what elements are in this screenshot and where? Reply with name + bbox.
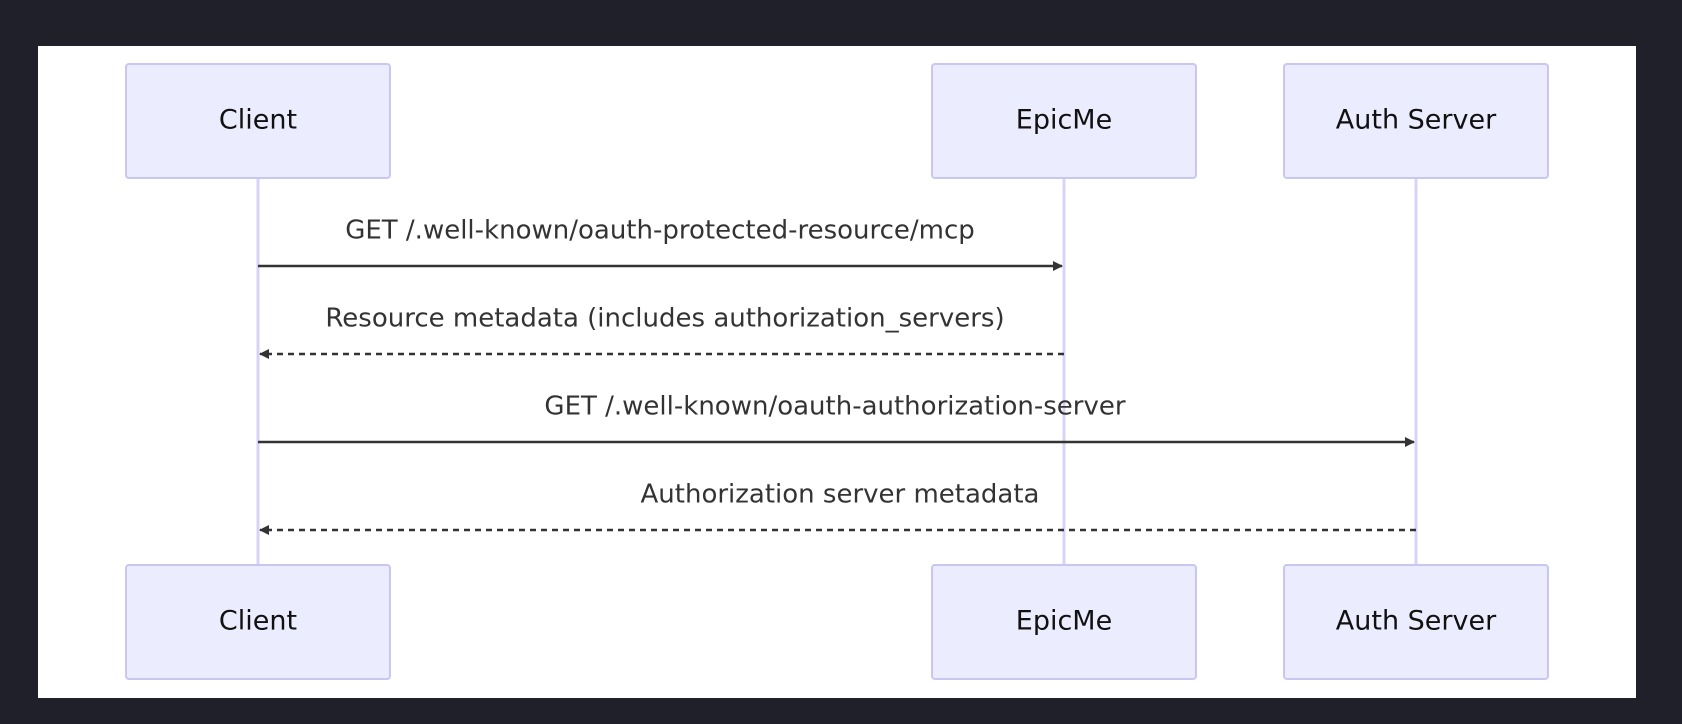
actor-epicme-top: EpicMe bbox=[931, 63, 1197, 179]
actor-client-top: Client bbox=[125, 63, 391, 179]
actor-epicme-bottom: EpicMe bbox=[931, 564, 1197, 680]
message-3-label: GET /.well-known/oauth-authorization-ser… bbox=[544, 392, 1125, 422]
actor-epicme-top-label: EpicMe bbox=[1016, 105, 1112, 136]
actor-epicme-bottom-label: EpicMe bbox=[1016, 606, 1112, 637]
actor-auth-server-bottom-label: Auth Server bbox=[1336, 606, 1497, 637]
message-1-label: GET /.well-known/oauth-protected-resourc… bbox=[345, 216, 975, 246]
actor-auth-server-bottom: Auth Server bbox=[1283, 564, 1549, 680]
actor-auth-server-top: Auth Server bbox=[1283, 63, 1549, 179]
actor-client-bottom: Client bbox=[125, 564, 391, 680]
actor-client-bottom-label: Client bbox=[219, 606, 297, 637]
actor-client-top-label: Client bbox=[219, 105, 297, 136]
actor-auth-server-top-label: Auth Server bbox=[1336, 105, 1497, 136]
message-4-label: Authorization server metadata bbox=[641, 480, 1040, 510]
message-2-label: Resource metadata (includes authorizatio… bbox=[325, 304, 1004, 334]
